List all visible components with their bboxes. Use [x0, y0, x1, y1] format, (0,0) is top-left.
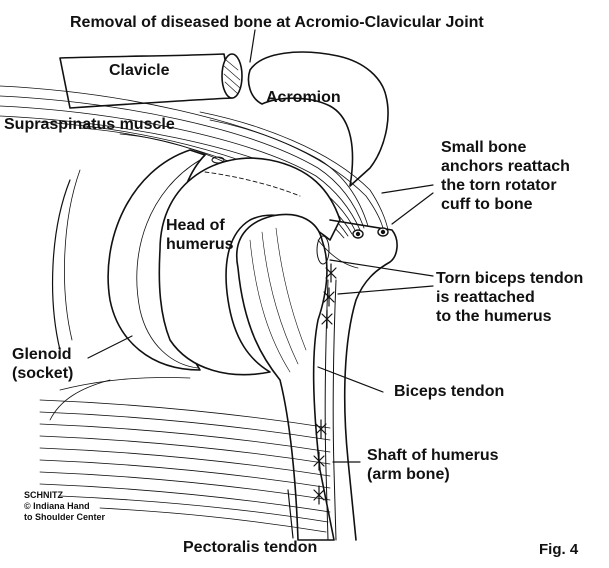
label-biceps-tendon: Biceps tendon [394, 383, 505, 400]
label-shaft-line-2: (arm bone) [367, 466, 450, 483]
credit-line-3: to Shoulder Center [24, 512, 106, 522]
credit-line-2: © Indiana Hand [24, 501, 90, 511]
label-removal-ac-joint: Removal of diseased bone at Acromio-Clav… [70, 14, 484, 31]
figure-label: Fig. 4 [539, 541, 579, 558]
label-biceps-reattached: Torn biceps tendon is reattached to the … [436, 269, 583, 326]
label-head-line-1: Head of [166, 217, 225, 234]
label-bone-anchors: Small bone anchors reattach the torn rot… [441, 138, 570, 214]
label-head-of-humerus: Head of humerus [166, 216, 234, 254]
label-glenoid-line-2: (socket) [12, 365, 74, 382]
biceps-tendon [324, 279, 337, 541]
illustrator-credit: SCHNITZ © Indiana Hand to Shoulder Cente… [24, 490, 105, 523]
label-anchors-line-3: the torn rotator [441, 177, 557, 194]
glenoid-socket [52, 149, 206, 371]
label-supraspinatus: Supraspinatus muscle [4, 116, 175, 133]
label-biceps-reattached-line-3: to the humerus [436, 308, 552, 325]
label-shaft-of-humerus: Shaft of humerus (arm bone) [367, 446, 499, 484]
label-anchors-line-4: cuff to bone [441, 196, 533, 213]
label-shaft-line-1: Shaft of humerus [367, 447, 499, 464]
label-head-line-2: humerus [166, 236, 234, 253]
label-acromion: Acromion [266, 89, 341, 106]
label-anchors-line-1: Small bone [441, 139, 527, 156]
label-biceps-reattached-line-2: is reattached [436, 289, 535, 306]
label-clavicle: Clavicle [109, 62, 170, 79]
clavicle-bone [59, 53, 243, 109]
biceps-stitches [313, 263, 337, 505]
label-anchors-line-2: anchors reattach [441, 158, 570, 175]
acromion-bone [247, 51, 389, 187]
humeral-head [158, 156, 341, 376]
label-biceps-reattached-line-1: Torn biceps tendon [436, 270, 584, 287]
label-glenoid-line-1: Glenoid [12, 346, 72, 363]
humerus-shaft [235, 213, 398, 541]
pectoralis-fibres [39, 377, 331, 533]
leader-lines [87, 29, 434, 539]
credit-line-1: SCHNITZ [24, 490, 63, 500]
bone-anchors [352, 227, 389, 239]
label-pectoralis-tendon: Pectoralis tendon [183, 539, 318, 556]
label-glenoid: Glenoid (socket) [12, 345, 73, 383]
